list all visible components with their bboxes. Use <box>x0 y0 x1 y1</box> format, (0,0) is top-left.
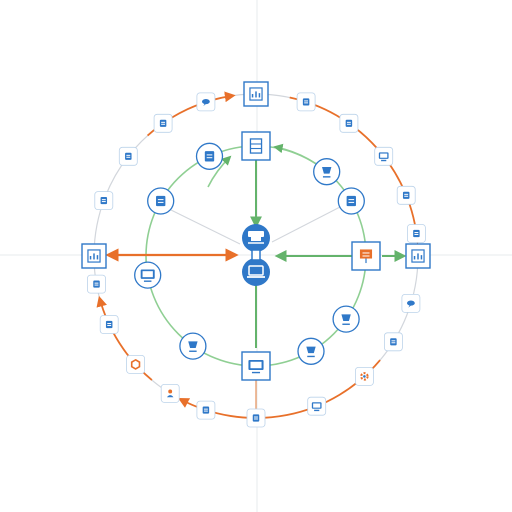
outer-node-19[interactable] <box>94 191 114 211</box>
monitor-icon <box>140 269 155 282</box>
tree-icon <box>100 197 108 205</box>
beaker-icon <box>322 167 332 178</box>
outer-node-22[interactable] <box>196 92 216 112</box>
inner-node-right-bottom[interactable] <box>332 305 360 333</box>
outer-node-20[interactable] <box>118 146 138 166</box>
inner-node-right[interactable] <box>351 241 381 271</box>
inner-arc-arrow-top-left <box>207 155 232 188</box>
pencil-icon <box>413 229 420 238</box>
compass-icon <box>252 414 260 422</box>
inner-node-bottom-right[interactable] <box>297 337 325 365</box>
document-chart-icon <box>204 151 215 162</box>
mobile-icon <box>311 402 322 412</box>
gear-icon <box>360 372 369 381</box>
pin-icon <box>345 119 353 127</box>
bar-chart-icon <box>411 249 425 263</box>
inner-node-group <box>134 131 381 381</box>
outer-node-1[interactable] <box>243 81 269 107</box>
laptop-icon <box>247 265 265 278</box>
inner-node-top[interactable] <box>241 131 271 161</box>
phone-icon <box>156 195 166 207</box>
hexagon-icon <box>130 358 141 370</box>
desktop-computer-icon <box>248 359 264 374</box>
inner-node-top-left[interactable] <box>195 142 224 170</box>
outer-node-9[interactable] <box>383 332 403 352</box>
ship-icon <box>341 314 351 325</box>
inner-node-right-top[interactable] <box>337 187 365 215</box>
phone-icon <box>390 338 397 346</box>
inner-node-left-top[interactable] <box>147 187 175 215</box>
user-icon <box>166 389 174 398</box>
outer-node-6[interactable] <box>406 224 426 243</box>
outer-node-3[interactable] <box>339 113 359 133</box>
cloud-icon <box>202 98 210 107</box>
outer-node-4[interactable] <box>374 146 394 166</box>
inner-node-left[interactable] <box>134 261 162 289</box>
hub[interactable] <box>242 224 270 286</box>
open-book-icon <box>346 195 356 207</box>
outer-node-15[interactable] <box>126 354 146 374</box>
outer-node-8[interactable] <box>401 293 421 313</box>
outer-node-18[interactable] <box>81 243 107 269</box>
megaphone-icon <box>302 98 310 106</box>
hub-link <box>251 249 261 261</box>
spreadsheet-icon <box>87 249 101 263</box>
outer-node-group <box>81 81 431 428</box>
orange-arc-left <box>96 295 153 381</box>
tablet-icon <box>378 152 389 162</box>
globe-icon <box>93 280 100 288</box>
hub-bottom-circle <box>242 258 270 286</box>
outer-node-16[interactable] <box>99 315 119 334</box>
chat-icon <box>407 300 415 308</box>
inner-node-bottom[interactable] <box>241 351 271 381</box>
conveyor-robot-icon <box>248 231 264 244</box>
badge-icon <box>306 346 316 358</box>
presentation-board-icon <box>359 249 373 264</box>
outer-node-5[interactable] <box>396 185 416 205</box>
lamp-icon <box>188 341 198 352</box>
outer-node-14[interactable] <box>160 383 180 403</box>
spoke-upper-left <box>170 209 241 245</box>
lightning-icon <box>105 320 113 329</box>
outer-node-13[interactable] <box>196 400 216 420</box>
outer-node-10[interactable] <box>354 366 374 386</box>
outer-node-12[interactable] <box>246 408 266 428</box>
report-icon <box>249 87 263 101</box>
handshake-icon <box>159 119 167 127</box>
server-rack-icon <box>249 138 263 154</box>
inner-node-bottom-left[interactable] <box>179 332 207 360</box>
outer-node-21[interactable] <box>153 113 173 133</box>
outer-node-11[interactable] <box>307 396 327 416</box>
hand-icon <box>402 191 410 199</box>
spoke-upper-right <box>271 206 341 243</box>
inner-node-top-right[interactable] <box>313 158 341 186</box>
outer-node-7[interactable] <box>405 243 431 269</box>
outer-node-2[interactable] <box>296 92 316 112</box>
keyboard-icon <box>202 406 210 414</box>
outer-node-17[interactable] <box>87 274 106 294</box>
clock-icon <box>125 152 132 160</box>
